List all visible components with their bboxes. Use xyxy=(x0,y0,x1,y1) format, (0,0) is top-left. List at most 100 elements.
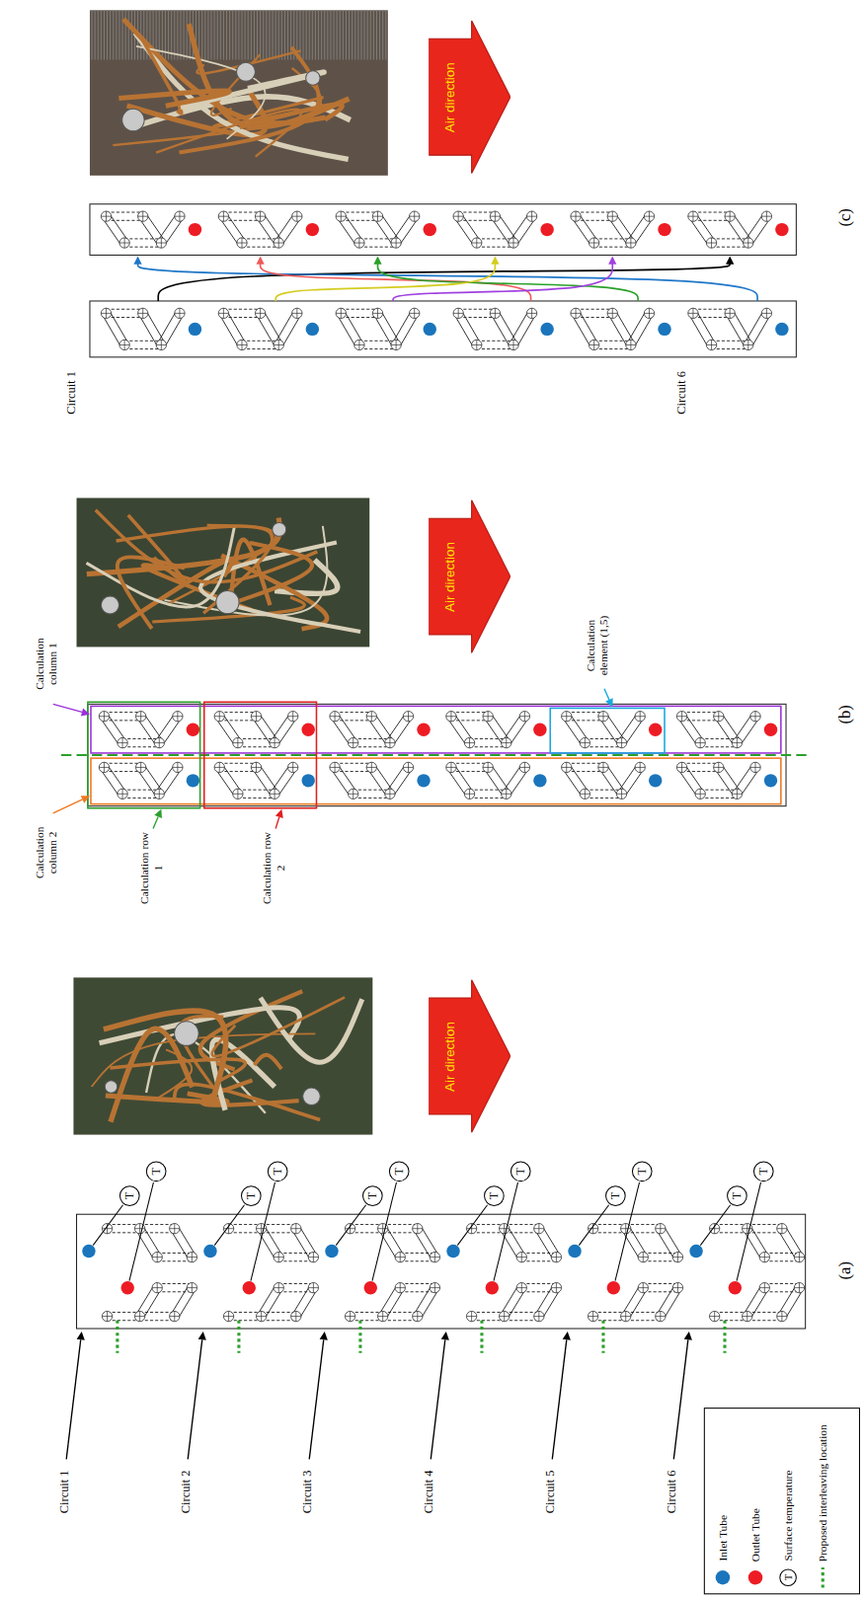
tube-symbol xyxy=(550,1282,561,1293)
tube-cross xyxy=(269,788,280,799)
tube-symbol xyxy=(587,1311,598,1322)
tube-bend xyxy=(600,770,620,797)
tube-cross xyxy=(344,1224,355,1235)
tube-dot xyxy=(648,774,662,787)
photo-ground xyxy=(73,977,373,1135)
tube-symbol xyxy=(453,308,464,318)
tube-bend xyxy=(785,1227,803,1257)
tube-bend xyxy=(223,713,242,741)
air-arrow: Air direction xyxy=(428,500,511,654)
tube-cross xyxy=(466,1224,476,1235)
tube-cross xyxy=(186,1282,197,1293)
tube-cross xyxy=(534,1224,545,1235)
tube-dot xyxy=(648,722,662,736)
circuit-link xyxy=(392,263,613,302)
tube-cross xyxy=(672,1282,683,1293)
tube-circle xyxy=(391,237,401,248)
tube-bend xyxy=(740,770,760,797)
tube-bend xyxy=(616,311,635,343)
tube-cross xyxy=(516,1252,527,1262)
tube-straight xyxy=(340,220,378,222)
tube-dot xyxy=(301,774,315,787)
tube-cross xyxy=(98,762,109,773)
tube-straight xyxy=(584,746,622,748)
tube-symbol xyxy=(250,711,261,722)
tube-bend xyxy=(484,770,504,797)
tube-bend xyxy=(678,770,698,797)
tube-bend xyxy=(162,718,182,746)
tube-circle xyxy=(706,237,716,248)
tube-bend xyxy=(721,765,741,792)
tube-circle xyxy=(236,339,247,350)
tube-symbol xyxy=(117,737,128,748)
fin xyxy=(272,9,274,60)
tube-symbol xyxy=(254,308,265,318)
arrow-body xyxy=(428,20,511,174)
tube-dot xyxy=(81,1245,95,1258)
tube-bend xyxy=(656,1286,675,1316)
tube-dot xyxy=(324,1245,338,1258)
tube-symbol xyxy=(138,211,149,222)
tube-bend xyxy=(143,1227,161,1257)
tube-straight xyxy=(747,1320,783,1322)
tube-straight xyxy=(383,1232,418,1234)
tube-bend xyxy=(227,311,246,343)
tube-circle xyxy=(793,1252,804,1262)
tube-straight xyxy=(700,746,737,748)
tube-symbol xyxy=(255,1311,266,1322)
tube-circle xyxy=(550,1282,561,1293)
tube-circle xyxy=(708,1311,719,1322)
tube-circle xyxy=(250,711,261,722)
tube-cross xyxy=(676,711,687,722)
tube-symbol xyxy=(391,237,401,248)
tube-circle xyxy=(561,711,572,722)
sensor-letter: T xyxy=(729,1192,744,1201)
tube-dot xyxy=(416,774,430,787)
tube-circle xyxy=(482,762,493,773)
tube-circle xyxy=(626,339,636,350)
arrow-head xyxy=(441,1332,450,1341)
tube-symbol xyxy=(464,737,474,748)
tube-straight xyxy=(350,1224,384,1226)
sensor-circle: T xyxy=(240,1185,262,1207)
sensor-wire xyxy=(457,1205,487,1247)
tube-circle xyxy=(292,211,303,222)
callout-label: Circuit 2 xyxy=(178,1470,193,1514)
tube-circle xyxy=(761,308,772,318)
tube-symbol xyxy=(412,1224,423,1235)
callout-label: Circuit 6 xyxy=(675,371,690,415)
tube-circle xyxy=(750,762,761,773)
tube-bend xyxy=(109,311,129,343)
tube-cross xyxy=(329,711,340,722)
tube-straight xyxy=(764,1253,799,1255)
tube-cross xyxy=(750,711,761,722)
tube-straight xyxy=(229,1312,262,1314)
tube-cross xyxy=(223,1224,234,1235)
interleave-line xyxy=(358,1321,362,1354)
tube-circle xyxy=(385,737,395,748)
tube-cross xyxy=(731,737,742,748)
gauge xyxy=(100,596,119,615)
tube-bend xyxy=(697,311,716,343)
tube-circle xyxy=(471,339,482,350)
tube-bend xyxy=(690,219,709,246)
tube-circle xyxy=(579,788,590,799)
tube-symbol xyxy=(344,1224,355,1235)
fin xyxy=(97,9,99,60)
arrow-head xyxy=(198,1332,207,1341)
tube-straight xyxy=(223,220,260,222)
tube-bend xyxy=(743,1231,762,1260)
tube-straight xyxy=(103,711,141,713)
tube-bend xyxy=(337,219,357,246)
tube-circle xyxy=(135,762,146,773)
tube-symbol xyxy=(348,737,359,748)
tube-symbol xyxy=(761,211,772,222)
tube-circle xyxy=(138,308,149,318)
tube-cross xyxy=(214,711,225,722)
tube-circle xyxy=(100,308,111,318)
tube-bend xyxy=(714,770,734,797)
tube-cross xyxy=(288,711,299,722)
tube-straight xyxy=(103,771,141,773)
tube-circle xyxy=(236,237,247,248)
tube-circle xyxy=(695,737,706,748)
